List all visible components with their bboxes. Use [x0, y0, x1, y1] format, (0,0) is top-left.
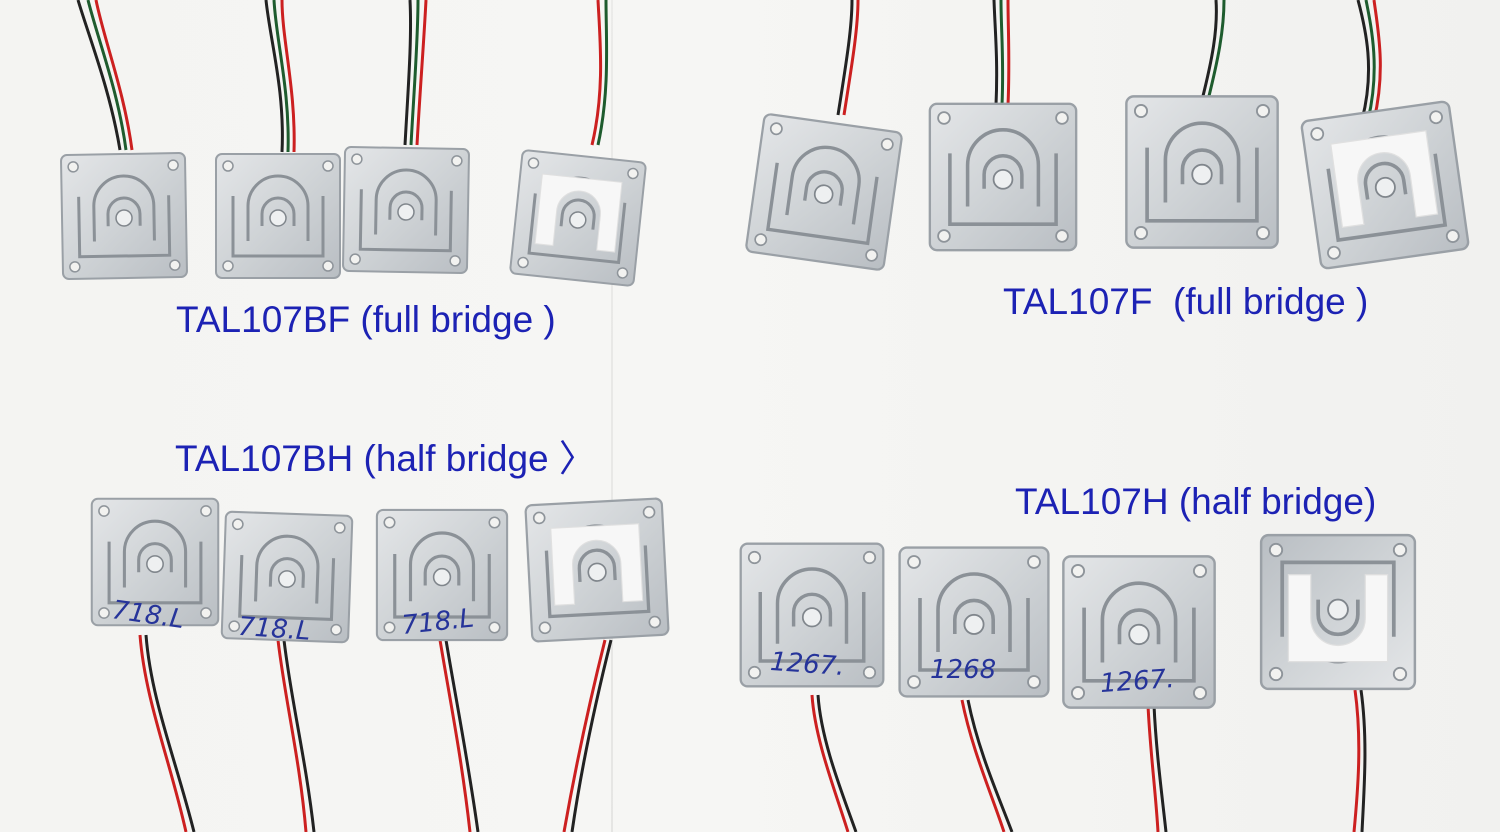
handwriting-mark: 1268: [930, 655, 996, 685]
tal107bf-wires: [76, 0, 609, 153]
tal107bf-plates: [59, 145, 646, 286]
tal107bh-wires: [138, 634, 613, 832]
paper-crease: [611, 0, 613, 832]
label-tal107bh: TAL107BH (half bridge 〉: [175, 438, 596, 479]
label-tal107f: TAL107F (full bridge ): [1003, 281, 1369, 322]
handwriting-h: 1267. 1268 1267.: [769, 647, 1175, 699]
label-tal107h: TAL107H (half bridge): [1015, 481, 1377, 522]
handwriting-mark: 1267.: [769, 647, 845, 682]
tal107h-wires: [810, 689, 1367, 832]
handwriting-mark: 1267.: [1099, 664, 1175, 699]
label-tal107bf: TAL107BF (full bridge ): [176, 299, 556, 340]
handwriting-mark: 718.L: [237, 612, 311, 647]
tal107f-wires: [836, 0, 1382, 121]
tal107f-plates: [743, 94, 1469, 273]
